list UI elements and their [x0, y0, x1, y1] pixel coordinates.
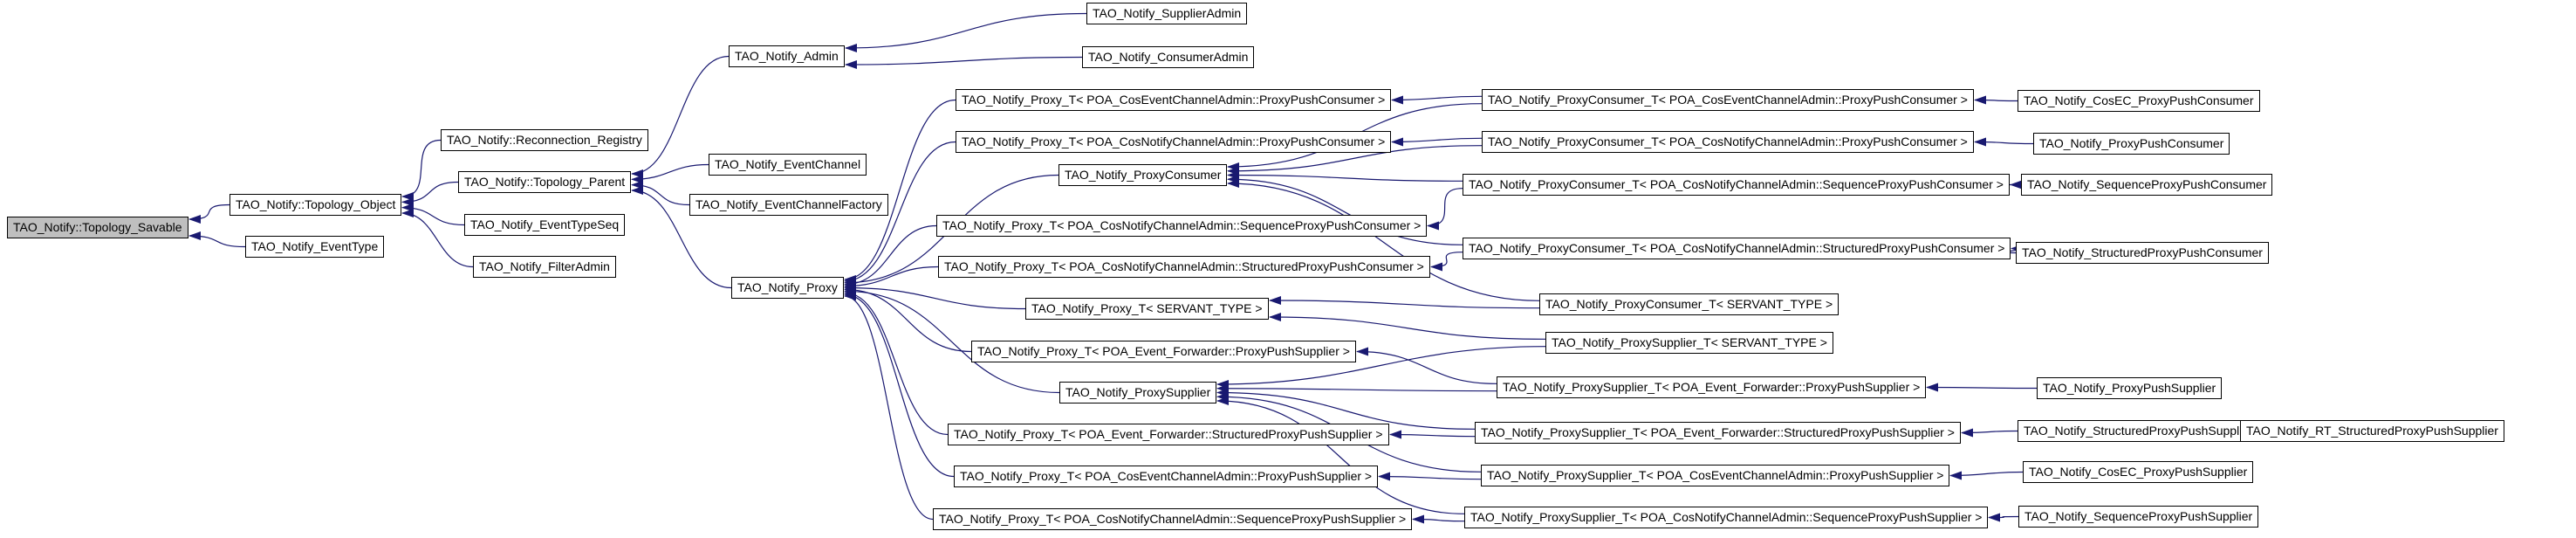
- class-node-ppc[interactable]: TAO_Notify_ProxyPushConsumer: [2033, 133, 2230, 155]
- inheritance-edge-struct-pps-to-ps-t-ef-struct-pps: [1961, 428, 2018, 438]
- inheritance-edge-event-type-to-topology-savable: [188, 231, 246, 248]
- inheritance-edge-ppc-to-pc-t-cosnotify-ppc: [1974, 137, 2034, 147]
- class-node-struct-ppc[interactable]: TAO_Notify_StructuredProxyPushConsumer: [2016, 242, 2269, 264]
- class-node-filter-admin[interactable]: TAO_Notify_FilterAdmin: [473, 256, 616, 278]
- inheritance-edge-pc-t-cosnotify-ppc-to-proxy-consumer: [1227, 145, 1483, 176]
- class-node-ps-t-cosec-pps[interactable]: TAO_Notify_ProxySupplier_T< POA_CosEvent…: [1481, 465, 1950, 486]
- inheritance-edge-cosec-pps-to-ps-t-cosec-pps: [1949, 471, 2024, 480]
- class-node-ps-t-servant[interactable]: TAO_Notify_ProxySupplier_T< SERVANT_TYPE…: [1545, 332, 1833, 354]
- inheritance-edge-cosec-ppc-to-pc-t-cosec-ppc: [1974, 95, 2018, 105]
- class-node-topology-object[interactable]: TAO_Notify::Topology_Object: [230, 194, 402, 216]
- inheritance-edge-topology-parent-to-topology-object: [401, 181, 459, 207]
- class-node-proxy-t-servant[interactable]: TAO_Notify_Proxy_T< SERVANT_TYPE >: [1025, 298, 1269, 320]
- inheritance-edge-admin-to-topology-parent: [631, 55, 730, 178]
- inheritance-edge-ps-t-seq-pps-to-proxy-supplier: [1216, 397, 1465, 514]
- inheritance-edge-pc-t-cosec-ppc-to-proxy-t-cosec-ppc: [1391, 95, 1483, 105]
- class-node-reconnection-registry[interactable]: TAO_Notify::Reconnection_Registry: [441, 129, 648, 151]
- class-node-ps-t-ef-pps[interactable]: TAO_Notify_ProxySupplier_T< POA_Event_Fo…: [1497, 376, 1927, 398]
- inheritance-edge-topology-object-to-topology-savable: [188, 203, 230, 224]
- class-node-proxy-consumer[interactable]: TAO_Notify_ProxyConsumer: [1058, 164, 1228, 186]
- class-node-rt-struct-pps[interactable]: TAO_Notify_RT_StructuredProxyPushSupplie…: [2240, 420, 2504, 442]
- class-node-proxy-t-cosec-ppc[interactable]: TAO_Notify_Proxy_T< POA_CosEventChannelA…: [956, 89, 1392, 111]
- class-node-pc-t-cosec-ppc[interactable]: TAO_Notify_ProxyConsumer_T< POA_CosEvent…: [1482, 89, 1974, 111]
- class-node-event-channel-factory[interactable]: TAO_Notify_EventChannelFactory: [689, 194, 888, 216]
- inheritance-edge-proxy-supplier-to-proxy: [844, 286, 1060, 394]
- inheritance-edge-proxy-t-struct-ppc-to-proxy: [844, 266, 939, 291]
- class-node-proxy-t-cosec-pps[interactable]: TAO_Notify_Proxy_T< POA_CosEventChannelA…: [954, 466, 1379, 487]
- class-node-cosec-ppc[interactable]: TAO_Notify_CosEC_ProxyPushConsumer: [2018, 90, 2260, 112]
- inheritance-edge-proxy-t-cosec-ppc-to-proxy: [844, 99, 956, 284]
- inheritance-edge-filter-admin-to-topology-object: [401, 209, 474, 268]
- class-node-proxy-t-seq-pps[interactable]: TAO_Notify_Proxy_T< POA_CosNotifyChannel…: [933, 508, 1413, 530]
- inheritance-edge-ps-t-cosec-pps-to-proxy-t-cosec-pps: [1378, 472, 1482, 481]
- inheritance-edge-event-channel-factory-to-topology-parent: [631, 180, 690, 206]
- inheritance-edge-pc-t-struct-ppc-to-proxy-t-struct-ppc: [1430, 252, 1463, 272]
- class-node-pps[interactable]: TAO_Notify_ProxyPushSupplier: [2037, 377, 2223, 399]
- inheritance-edge-pc-t-servant-to-proxy-consumer: [1227, 179, 1540, 301]
- inheritance-edge-proxy-to-topology-parent: [631, 186, 732, 289]
- inheritance-edge-ps-t-servant-to-proxy-t-servant: [1269, 313, 1546, 340]
- class-node-proxy[interactable]: TAO_Notify_Proxy: [731, 277, 844, 299]
- inheritance-edge-ps-t-ef-struct-pps-to-proxy-supplier: [1216, 388, 1476, 430]
- class-node-seq-pps[interactable]: TAO_Notify_SequenceProxyPushSupplier: [2018, 506, 2259, 528]
- inheritance-edge-seq-pps-to-ps-t-seq-pps: [1988, 513, 2019, 522]
- inheritance-edge-consumer-admin-to-admin: [845, 56, 1083, 69]
- class-node-topology-savable: TAO_Notify::Topology_Savable: [7, 217, 188, 238]
- inheritance-edge-event-channel-to-topology-parent: [631, 163, 709, 184]
- class-node-event-channel[interactable]: TAO_Notify_EventChannel: [709, 154, 867, 176]
- class-node-proxy-supplier[interactable]: TAO_Notify_ProxySupplier: [1059, 382, 1217, 404]
- class-node-proxy-t-struct-ppc[interactable]: TAO_Notify_Proxy_T< POA_CosNotifyChannel…: [938, 256, 1430, 278]
- inheritance-edge-ps-t-ef-struct-pps-to-proxy-t-ef-struct-pps: [1389, 430, 1476, 439]
- inheritance-edge-proxy-t-seq-ppc-to-proxy: [844, 224, 937, 289]
- class-node-struct-pps[interactable]: TAO_Notify_StructuredProxyPushSupplier: [2018, 420, 2259, 442]
- class-node-topology-parent[interactable]: TAO_Notify::Topology_Parent: [458, 171, 632, 193]
- inheritance-edge-proxy-t-servant-to-proxy: [844, 283, 1026, 310]
- inheritance-edge-ps-t-ef-pps-to-proxy-supplier: [1216, 383, 1497, 393]
- class-node-ps-t-ef-struct-pps[interactable]: TAO_Notify_ProxySupplier_T< POA_Event_Fo…: [1475, 422, 1961, 444]
- inheritance-edge-pc-t-seq-ppc-to-proxy-t-seq-ppc: [1427, 188, 1463, 231]
- class-node-pc-t-struct-ppc[interactable]: TAO_Notify_ProxyConsumer_T< POA_CosNotif…: [1463, 238, 2011, 259]
- inheritance-edge-ps-t-servant-to-proxy-supplier: [1216, 346, 1546, 389]
- class-node-proxy-t-cosnotify-ppc[interactable]: TAO_Notify_Proxy_T< POA_CosNotifyChannel…: [956, 131, 1392, 153]
- inheritance-edge-proxy-t-ef-struct-pps-to-proxy: [844, 288, 949, 436]
- class-node-proxy-t-ef-pps[interactable]: TAO_Notify_Proxy_T< POA_Event_Forwarder:…: [971, 341, 1356, 362]
- inheritance-edge-pc-t-cosnotify-ppc-to-proxy-t-cosnotify-ppc: [1391, 137, 1483, 147]
- class-node-proxy-t-seq-ppc[interactable]: TAO_Notify_Proxy_T< POA_CosNotifyChannel…: [936, 215, 1428, 237]
- inheritance-edge-event-type-seq-to-topology-object: [401, 203, 465, 226]
- class-node-supplier-admin[interactable]: TAO_Notify_SupplierAdmin: [1086, 3, 1248, 24]
- class-node-pc-t-seq-ppc[interactable]: TAO_Notify_ProxyConsumer_T< POA_CosNotif…: [1463, 174, 2010, 196]
- inheritance-edge-proxy-t-seq-pps-to-proxy: [844, 292, 934, 521]
- inheritance-edge-pc-t-seq-ppc-to-proxy-consumer: [1227, 170, 1463, 182]
- inheritance-edge-pc-t-servant-to-proxy-t-servant: [1269, 296, 1540, 309]
- inheritance-edge-proxy-t-cosec-pps-to-proxy: [844, 290, 955, 478]
- inheritance-edge-reconnection-registry-to-topology-object: [401, 139, 442, 201]
- class-node-cosec-pps[interactable]: TAO_Notify_CosEC_ProxyPushSupplier: [2023, 461, 2254, 483]
- class-node-seq-ppc[interactable]: TAO_Notify_SequenceProxyPushConsumer: [2021, 174, 2273, 196]
- inheritance-edge-ps-t-ef-pps-to-proxy-t-ef-pps: [1356, 347, 1497, 384]
- inheritance-edge-proxy-t-cosnotify-ppc-to-proxy: [844, 141, 956, 286]
- class-node-admin[interactable]: TAO_Notify_Admin: [729, 45, 845, 67]
- class-node-event-type[interactable]: TAO_Notify_EventType: [245, 236, 385, 258]
- inheritance-edge-ps-t-seq-pps-to-proxy-t-seq-pps: [1412, 514, 1465, 524]
- inheritance-edge-pc-t-struct-ppc-to-proxy-consumer: [1227, 175, 1463, 245]
- class-node-pc-t-cosnotify-ppc[interactable]: TAO_Notify_ProxyConsumer_T< POA_CosNotif…: [1482, 131, 1974, 153]
- class-node-event-type-seq[interactable]: TAO_Notify_EventTypeSeq: [464, 214, 626, 236]
- class-node-pc-t-servant[interactable]: TAO_Notify_ProxyConsumer_T< SERVANT_TYPE…: [1539, 293, 1840, 315]
- inheritance-edge-supplier-admin-to-admin: [845, 12, 1087, 52]
- inheritance-edge-pps-to-ps-t-ef-pps: [1926, 383, 2038, 392]
- class-node-consumer-admin[interactable]: TAO_Notify_ConsumerAdmin: [1082, 46, 1255, 68]
- class-node-proxy-t-ef-struct-pps[interactable]: TAO_Notify_Proxy_T< POA_Event_Forwarder:…: [948, 424, 1389, 445]
- class-node-ps-t-seq-pps[interactable]: TAO_Notify_ProxySupplier_T< POA_CosNotif…: [1464, 507, 1989, 528]
